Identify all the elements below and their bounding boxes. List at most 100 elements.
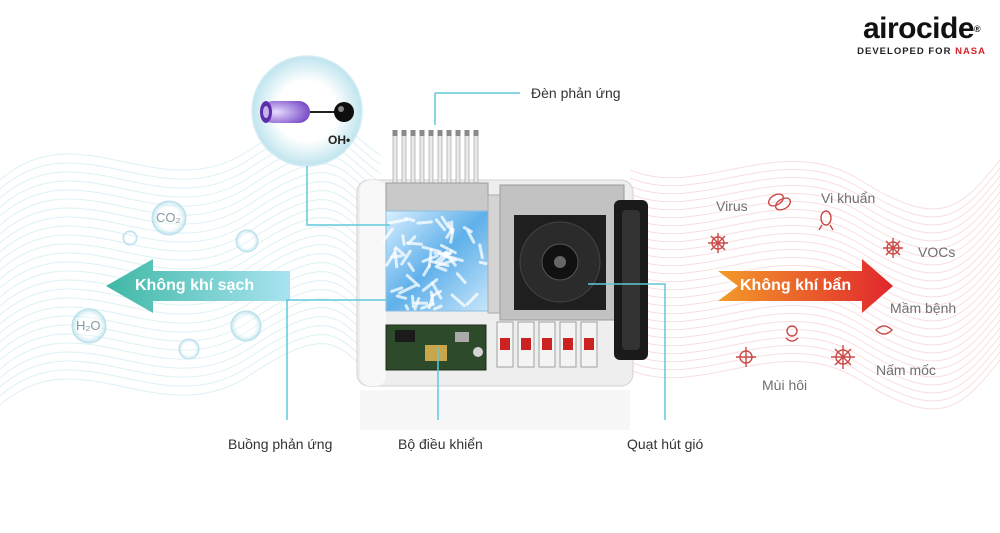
wave-line bbox=[629, 159, 1000, 210]
catalyst-rod bbox=[438, 252, 457, 262]
wave-line bbox=[0, 307, 381, 370]
ballast-label bbox=[521, 338, 531, 350]
catalyst-rod bbox=[465, 292, 479, 306]
lamp-cap bbox=[392, 130, 398, 136]
catalyst-rod bbox=[420, 302, 435, 310]
lamp-tube bbox=[464, 132, 470, 189]
catalyst-rod bbox=[405, 273, 421, 288]
lamp-tube bbox=[410, 132, 416, 189]
wave-line bbox=[629, 247, 1000, 298]
catalyst-rod bbox=[381, 227, 394, 243]
tagline-prefix: DEVELOPED FOR bbox=[857, 46, 956, 57]
pathogen-odor: Mùi hôi bbox=[762, 377, 808, 393]
chamber-label: Buồng phản ứng bbox=[228, 436, 333, 452]
wave-line bbox=[629, 175, 1000, 226]
wave-line bbox=[0, 217, 381, 280]
wave-line bbox=[629, 327, 1000, 378]
lamp-tube bbox=[437, 132, 443, 189]
catalyst-rod bbox=[434, 218, 447, 232]
tagline-nasa: NASA bbox=[955, 46, 986, 57]
pathogen-mold: Nấm mốc bbox=[876, 362, 936, 378]
wave-line bbox=[0, 298, 381, 361]
pathogen-bacteria: Vi khuẩn bbox=[821, 190, 876, 206]
catalyst-rod bbox=[450, 293, 466, 308]
fan-label: Quạt hút gió bbox=[627, 436, 704, 452]
catalyst-rod bbox=[401, 234, 406, 246]
catalyst-rod bbox=[421, 254, 439, 263]
lamp-cap bbox=[455, 130, 461, 136]
wave-line bbox=[629, 239, 1000, 290]
wave-line bbox=[629, 343, 1000, 394]
wave-line bbox=[0, 181, 381, 244]
lamp-cap bbox=[428, 130, 434, 136]
catalyst-rod bbox=[387, 218, 409, 225]
lamp-cap bbox=[446, 130, 452, 136]
lamp-tube bbox=[473, 132, 479, 189]
wave-line bbox=[0, 208, 381, 271]
catalyst-rod bbox=[462, 226, 473, 234]
catalyst-rod bbox=[478, 243, 484, 260]
catalyst-rod bbox=[404, 216, 416, 223]
catalyst-rod bbox=[434, 265, 448, 272]
bubble bbox=[230, 310, 262, 342]
voc-icon bbox=[883, 238, 903, 258]
wave-line bbox=[629, 231, 1000, 282]
wave-line bbox=[629, 183, 1000, 234]
h2o-label: H₂O bbox=[76, 318, 101, 333]
dirty-air-waves bbox=[629, 159, 1000, 410]
lamp-tube bbox=[428, 132, 434, 189]
lamp-tube bbox=[392, 132, 398, 189]
dirty-air-arrow bbox=[718, 259, 893, 313]
ballast-modules bbox=[496, 321, 598, 368]
bacteria-icon bbox=[767, 193, 792, 211]
lamp-tube bbox=[455, 132, 461, 189]
wave-line bbox=[629, 167, 1000, 218]
catalyst-rod bbox=[430, 281, 443, 300]
wave-line bbox=[0, 262, 381, 325]
catalyst-rod bbox=[433, 304, 443, 311]
wave-line bbox=[629, 351, 1000, 402]
wave-line bbox=[629, 287, 1000, 338]
lamp-cap bbox=[419, 130, 425, 136]
catalyst-rod bbox=[445, 227, 454, 239]
spore-icon bbox=[831, 345, 855, 369]
virus-icon bbox=[708, 233, 728, 253]
ballast-label bbox=[542, 338, 552, 350]
germ-icon bbox=[785, 325, 799, 342]
dirty-air-label: Không khí bẩn bbox=[740, 277, 852, 294]
lamp-tube bbox=[419, 132, 425, 189]
wave-line bbox=[629, 215, 1000, 266]
wave-line bbox=[0, 163, 381, 226]
ballast-label bbox=[584, 338, 594, 350]
catalyst-rod bbox=[385, 251, 396, 267]
lamp-cap bbox=[437, 130, 443, 136]
lamp-cap bbox=[410, 130, 416, 136]
machine-reflection bbox=[360, 390, 630, 430]
catalyst-rod bbox=[400, 249, 412, 266]
bubble bbox=[235, 229, 259, 253]
catalyst-rod bbox=[436, 259, 454, 267]
lamp-cap bbox=[464, 130, 470, 136]
lamp-tube bbox=[401, 132, 407, 189]
wave-line bbox=[0, 325, 381, 388]
clean-air-label: Không khí sạch bbox=[135, 277, 255, 294]
catalyst-rod bbox=[390, 286, 404, 293]
brand-tagline: DEVELOPED FOR NASA bbox=[857, 46, 986, 57]
wave-line bbox=[629, 191, 1000, 242]
wave-line bbox=[629, 223, 1000, 274]
bubble-h2o bbox=[71, 308, 107, 344]
catalyst-rod bbox=[466, 229, 476, 244]
catalyst-rod bbox=[407, 262, 415, 272]
catalyst-rod bbox=[416, 220, 433, 225]
ballast-label bbox=[500, 338, 510, 350]
oh-radical-label: OH• bbox=[328, 133, 351, 147]
pathogen-icons bbox=[708, 193, 903, 369]
odor-icon bbox=[736, 347, 756, 367]
catalyst-rod bbox=[395, 294, 408, 300]
wave-line bbox=[0, 226, 381, 289]
catalyst-rod bbox=[455, 272, 467, 284]
mold-icon bbox=[875, 325, 893, 335]
callout-lines bbox=[286, 92, 666, 420]
